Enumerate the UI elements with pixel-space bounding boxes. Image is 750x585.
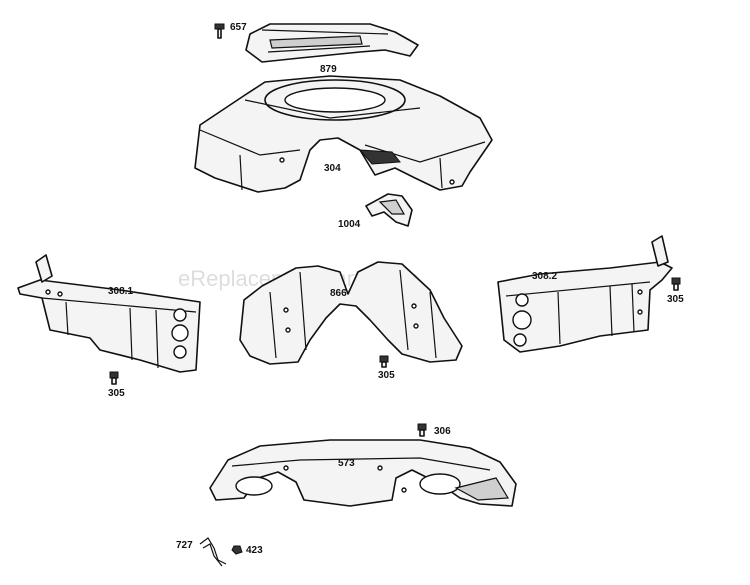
baffle-866 bbox=[239, 261, 463, 365]
callout-573: 573 bbox=[338, 458, 355, 469]
nut-423 bbox=[231, 545, 243, 555]
callout-1004: 1004 bbox=[338, 219, 361, 230]
callout-423: 423 bbox=[246, 545, 263, 556]
callout-305-left: 305 bbox=[108, 388, 125, 399]
screw-305-right bbox=[671, 277, 681, 291]
baffle-308-2 bbox=[497, 235, 673, 353]
callout-879: 879 bbox=[320, 64, 337, 75]
screw-305-mid bbox=[379, 355, 389, 368]
callout-308-2: 308.2 bbox=[532, 271, 557, 282]
guard-1004 bbox=[365, 193, 413, 227]
screw-305-left bbox=[109, 371, 119, 385]
callout-657: 657 bbox=[230, 22, 247, 33]
callout-727: 727 bbox=[176, 540, 193, 551]
callout-866: 866 bbox=[330, 288, 347, 299]
screw-306 bbox=[417, 423, 427, 437]
shroud-573 bbox=[209, 439, 517, 507]
callout-305-mid: 305 bbox=[378, 370, 395, 381]
callout-306: 306 bbox=[434, 426, 451, 437]
callout-305-right: 305 bbox=[667, 294, 684, 305]
callout-308-1: 308.1 bbox=[108, 286, 133, 297]
blower-housing-304 bbox=[194, 75, 493, 193]
screw-657 bbox=[214, 23, 225, 39]
clip-727 bbox=[199, 537, 227, 567]
baffle-308-1 bbox=[17, 254, 201, 373]
callout-304: 304 bbox=[324, 163, 341, 174]
plate-879 bbox=[245, 23, 419, 63]
